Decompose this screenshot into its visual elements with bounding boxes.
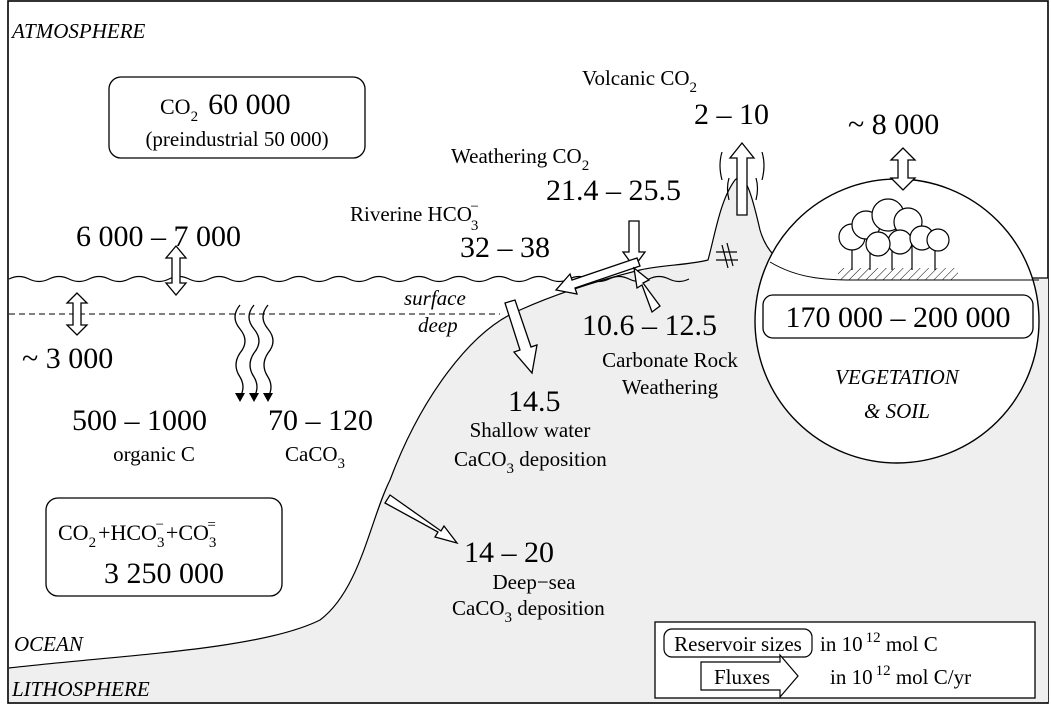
carbonate-weathering-flux-arrow — [633, 266, 661, 314]
soil-label: & SOIL — [864, 399, 930, 423]
weathering-co2-label: Weathering CO2 — [451, 144, 589, 174]
shallow-deposition-label-1: Shallow water — [470, 418, 591, 442]
vegetation-reservoir-value: 170 000 – 200 000 — [786, 301, 1011, 334]
ocean-species-label: CO2+HCO3−+CO3= — [58, 517, 216, 551]
atmosphere-label: ATMOSPHERE — [10, 19, 146, 43]
ocean-label: OCEAN — [14, 632, 84, 656]
ocean-carbon-box — [45, 497, 283, 597]
riverine-flux-value: 32 – 38 — [460, 231, 550, 264]
volcanic-flux-arrow — [728, 141, 756, 216]
veg-atm-flux-value: ~ 8 000 — [848, 108, 939, 141]
air-sea-flux-arrow — [164, 244, 188, 297]
atmosphere-co2-box — [108, 76, 366, 159]
surface-deep-flux-arrow — [65, 292, 89, 336]
organic-c-label: organic C — [113, 442, 195, 466]
deep-deposition-label-2: CaCO3 deposition — [452, 596, 605, 626]
deep-deposition-value: 14 – 20 — [464, 536, 554, 569]
caco3-sinking-label: CaCO3 — [285, 442, 345, 472]
vegetation-label: VEGETATION — [835, 365, 960, 389]
carbonate-weathering-label-2: Weathering — [622, 375, 719, 399]
weathering-co2-flux-arrow — [621, 220, 647, 269]
air-sea-flux-value: 6 000 – 7 000 — [76, 220, 241, 253]
vegetation-reservoir-box — [762, 294, 1034, 339]
ocean-surface-wave — [8, 275, 690, 283]
caco3-sinking-value: 70 – 120 — [268, 404, 373, 437]
atmosphere-preindustrial-note: (preindustrial 50 000) — [145, 127, 328, 151]
volcanic-flux-value: 2 – 10 — [694, 98, 769, 131]
organic-c-arrowheads — [235, 393, 273, 402]
shallow-deposition-value: 14.5 — [508, 385, 561, 418]
ocean-carbon-value: 3 250 000 — [104, 557, 224, 590]
legend-reservoir-label: Reservoir sizes — [674, 632, 802, 656]
surface-deep-flux-value: ~ 3 000 — [22, 342, 113, 375]
riverine-flux-arrow — [554, 257, 641, 295]
veg-atm-flux-arrow — [889, 147, 917, 191]
volcano-vent-lines — [719, 151, 765, 201]
legend-flux-label: Fluxes — [714, 665, 770, 689]
surface-label: surface — [404, 286, 466, 310]
riverine-flux-label: Riverine HCO3− — [350, 199, 479, 234]
carbonate-weathering-value: 10.6 – 12.5 — [582, 309, 717, 342]
trees-icon — [838, 198, 950, 270]
shallow-deposition-label-2: CaCO3 deposition — [454, 447, 607, 477]
volcano-fissure — [716, 242, 738, 269]
deep-deposition-label-1: Deep−sea — [493, 570, 577, 594]
legend-flux-symbol — [700, 653, 799, 699]
shallow-deposition-flux-arrow — [504, 299, 538, 375]
deep-label: deep — [418, 313, 458, 337]
lithosphere-label: LITHOSPHERE — [11, 677, 150, 701]
carbonate-weathering-label-1: Carbonate Rock — [602, 348, 738, 372]
weathering-co2-value: 21.4 – 25.5 — [546, 174, 681, 207]
deep-deposition-flux-arrow — [384, 494, 459, 545]
organic-c-flux-arrows — [234, 304, 274, 398]
volcanic-flux-label: Volcanic CO2 — [582, 66, 697, 96]
soil-hatch — [838, 268, 958, 280]
legend-reservoir-symbol — [663, 628, 813, 658]
organic-c-flux-value: 500 – 1000 — [72, 404, 207, 437]
